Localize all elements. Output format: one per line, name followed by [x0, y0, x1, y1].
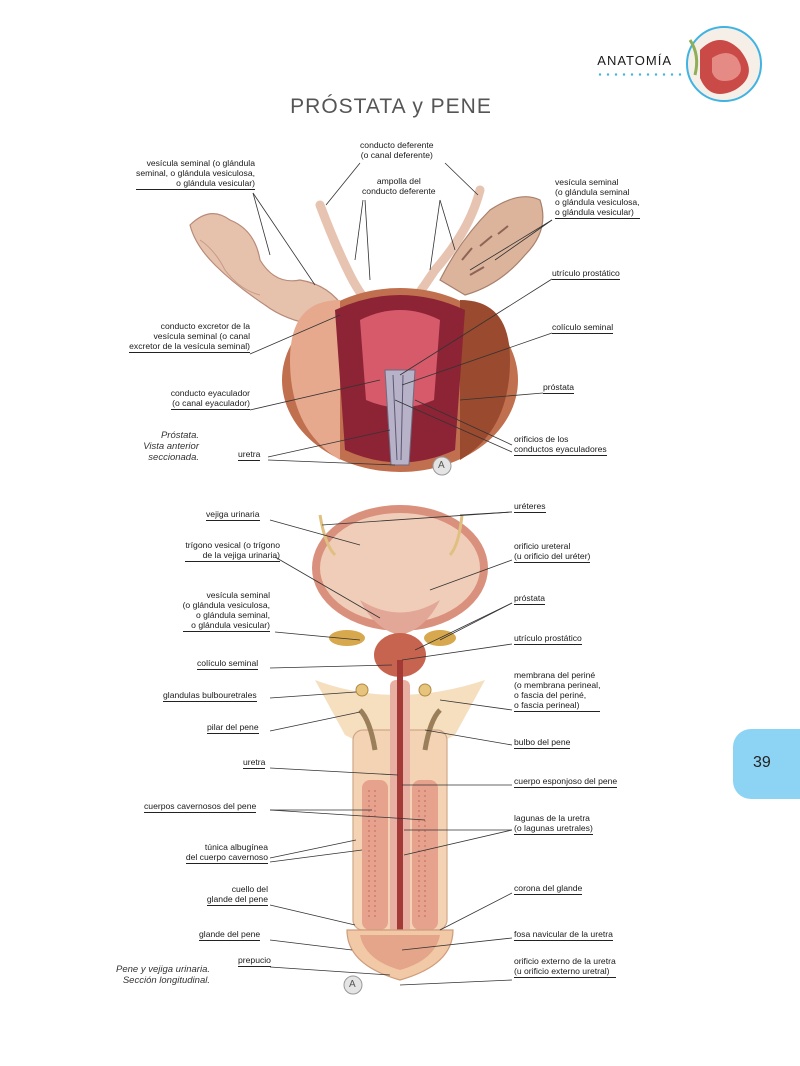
- page-title: PRÓSTATA y PENE: [290, 95, 492, 118]
- label-b-bulbo: bulbo del pene: [514, 737, 571, 749]
- label-b-trigono: trígono vesical (o trígono de la vejiga …: [185, 540, 280, 562]
- figure-b-penis-illustration: [312, 505, 488, 981]
- figure-b-caption: Pene y vejiga urinaria. Sección longitud…: [116, 964, 210, 986]
- label-b-prepucio: prepucio: [238, 955, 271, 967]
- label-a-conducto-excretor: conducto excretor de la vesícula seminal…: [129, 321, 250, 353]
- figure-a-caption: Próstata. Vista anterior seccionada.: [143, 430, 199, 463]
- figure-b-leader-lines: [269, 511, 513, 986]
- label-b-glande: glande del pene: [199, 929, 261, 941]
- label-b-vejiga: vejiga urinaria: [206, 509, 260, 521]
- label-b-coliculo: colículo seminal: [197, 658, 259, 670]
- figure-b-badge: A: [349, 979, 356, 990]
- label-b-pilar: pilar del pene: [207, 722, 259, 734]
- label-a-prostata: próstata: [543, 382, 575, 394]
- label-b-corona: corona del glande: [514, 883, 583, 895]
- label-a-vesicula-seminal-left: vesícula seminal (o glándula seminal, o …: [136, 158, 255, 190]
- label-b-fosa: fosa navicular de la uretra: [514, 929, 613, 941]
- label-a-uretra: uretra: [238, 449, 261, 461]
- label-b-uretra: uretra: [243, 757, 266, 769]
- label-b-tunica: túnica albugínea del cuerpo cavernoso: [185, 842, 268, 864]
- label-b-cuello: cuello del glande del pene: [206, 884, 268, 906]
- label-a-orificios: orificios de los conductos eyaculadores: [514, 434, 607, 456]
- label-a-utriculo: utrículo prostático: [552, 268, 620, 280]
- figure-a-badge-circle: [432, 456, 452, 476]
- figure-a-badge: A: [438, 460, 445, 471]
- label-b-glandulas: glandulas bulbouretrales: [163, 690, 257, 702]
- page-number: 39: [753, 754, 771, 771]
- label-b-vesicula: vesícula seminal (o glándula vesiculosa,…: [182, 590, 270, 632]
- label-b-utriculo: utrículo prostático: [514, 633, 582, 645]
- section-dots: [596, 73, 682, 76]
- label-b-cuerpo-esponjoso: cuerpo esponjoso del pene: [514, 776, 618, 788]
- label-b-prostata: próstata: [514, 593, 546, 605]
- label-a-coliculo: colículo seminal: [552, 322, 614, 334]
- label-b-ureteres: uréteres: [514, 501, 546, 513]
- figure-a-leader-lines: [249, 162, 553, 466]
- label-b-membrana: membrana del periné (o membrana perineal…: [514, 670, 601, 712]
- label-b-lagunas: lagunas de la uretra (o lagunas uretrale…: [514, 813, 593, 835]
- figure-b-badge-circle: [343, 975, 363, 995]
- label-a-conducto-eyaculador: conducto eyaculador (o canal eyaculador): [170, 388, 250, 410]
- label-a-conducto-deferente: conducto deferente (o canal deferente): [360, 140, 434, 160]
- label-a-vesicula-seminal-right: vesícula seminal (o glándula seminal o g…: [555, 177, 640, 219]
- figure-a-prostate-illustration: [189, 185, 544, 472]
- label-b-orificio-ureteral: orificio ureteral (u orificio del uréter…: [514, 541, 591, 563]
- label-b-orificio-externo: orificio externo de la uretra (u orifici…: [514, 956, 616, 978]
- section-title: ANATOMÍA: [597, 53, 672, 68]
- page-number-tab: 39: [733, 729, 800, 799]
- label-b-cuerpos: cuerpos cavernosos del pene: [144, 801, 257, 813]
- label-a-ampolla: ampolla del conducto deferente: [362, 176, 436, 196]
